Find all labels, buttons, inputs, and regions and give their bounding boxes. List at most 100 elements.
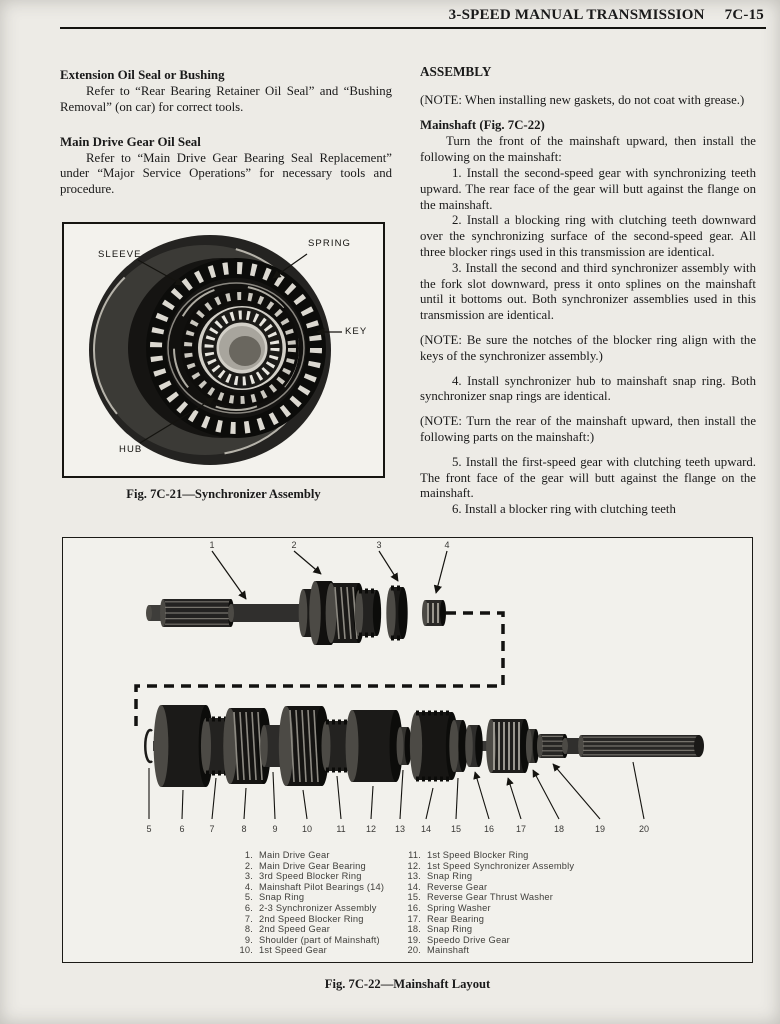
part-number: 2. bbox=[244, 860, 253, 871]
part-name: 2nd Speed Gear bbox=[259, 924, 331, 935]
part-number: 3. bbox=[244, 871, 253, 882]
part-number: 14. bbox=[407, 881, 421, 892]
callout-number: 4 bbox=[444, 540, 449, 550]
part-name: Reverse Gear Thrust Washer bbox=[427, 892, 554, 903]
part-name: 3rd Speed Blocker Ring bbox=[259, 871, 362, 882]
paragraph: Refer to “Main Drive Gear Bearing Seal R… bbox=[60, 150, 392, 197]
part-name: Snap Ring bbox=[427, 871, 473, 882]
part-number: 10. bbox=[239, 945, 253, 956]
section-heading: Extension Oil Seal or Bushing bbox=[60, 68, 225, 82]
part-name: 1st Speed Blocker Ring bbox=[427, 850, 529, 860]
part-name: Main Drive Gear bbox=[259, 850, 330, 860]
callout-number: 16 bbox=[484, 824, 494, 834]
figure-caption: Fig. 7C-22—Mainshaft Layout bbox=[324, 977, 491, 991]
callout-number: 11 bbox=[336, 824, 345, 834]
header-rule bbox=[60, 27, 766, 29]
part-number: 1. bbox=[244, 850, 253, 860]
paragraph: 6. Install a blocker ring with clutching… bbox=[452, 502, 676, 517]
parts-list-item: 15. Reverse Gear Thrust Washer bbox=[399, 892, 574, 903]
part-name: Snap Ring bbox=[427, 924, 473, 935]
right-column: ASSEMBLY (NOTE: When installing new gaske… bbox=[420, 64, 756, 518]
parts-list-item: 6. 2-3 Synchronizer Assembly bbox=[233, 903, 384, 914]
part-number: 13. bbox=[407, 871, 421, 882]
photo-leader-lines bbox=[137, 253, 342, 444]
part-name: Speedo Drive Gear bbox=[427, 934, 510, 945]
paragraph: Turn the front of the mainshaft upward, … bbox=[420, 134, 756, 165]
part-number: 8. bbox=[244, 924, 253, 935]
paragraph: 4. Install synchronizer hub to mainshaft… bbox=[420, 373, 756, 404]
parts-list-item: 18. Snap Ring bbox=[399, 924, 574, 935]
parts-list-item: 20.Mainshaft bbox=[399, 945, 574, 956]
paragraph: 3. Install the second and third synchron… bbox=[420, 260, 756, 323]
part-name: Snap Ring bbox=[259, 892, 305, 903]
callout-number: 8 bbox=[241, 824, 246, 834]
callout-number: 20 bbox=[639, 824, 649, 834]
paragraph: (NOTE: Turn the rear of the mainshaft up… bbox=[420, 414, 756, 444]
callout-number: 3 bbox=[376, 540, 381, 550]
part-name: Rear Bearing bbox=[427, 913, 485, 924]
callout-number: 6 bbox=[179, 824, 184, 834]
figure-caption: Fig. 7C-21—Synchronizer Assembly bbox=[126, 487, 321, 501]
paragraph: 2. Install a blocking ring with clutchin… bbox=[420, 213, 756, 259]
part-name: 1st Speed Synchronizer Assembly bbox=[427, 860, 575, 871]
parts-list-item: 17. Rear Bearing bbox=[399, 914, 574, 925]
parts-list-item: 7.2nd Speed Blocker Ring bbox=[233, 914, 384, 925]
part-number: 16. bbox=[407, 902, 421, 913]
part-number: 15. bbox=[407, 892, 421, 903]
parts-list-item: 12.1st Speed Synchronizer Assembly bbox=[399, 861, 574, 872]
part-number: 18. bbox=[407, 924, 421, 935]
callout-number: 1 bbox=[209, 540, 214, 550]
parts-list-item: 2. Main Drive Gear Bearing bbox=[233, 861, 384, 872]
parts-list-item: 11.1st Speed Blocker Ring bbox=[399, 850, 574, 861]
page-title: 3-SPEED MANUAL TRANSMISSION bbox=[448, 7, 705, 23]
part-name: 2-3 Synchronizer Assembly bbox=[259, 902, 377, 913]
part-name: 2nd Speed Blocker Ring bbox=[259, 913, 364, 924]
part-name: 1st Speed Gear bbox=[259, 945, 327, 956]
label-hub: HUB bbox=[119, 444, 143, 455]
parts-list-item: 4. Mainshaft Pilot Bearings (14) bbox=[233, 882, 384, 893]
part-name: Main Drive Gear Bearing bbox=[259, 860, 366, 871]
part-number: 17. bbox=[407, 913, 421, 924]
section-heading: Main Drive Gear Oil Seal bbox=[60, 134, 201, 149]
page-header: 3-SPEED MANUAL TRANSMISSION 7C-15 bbox=[449, 7, 764, 24]
label-spring: SPRING bbox=[308, 238, 352, 249]
callout-number: 9 bbox=[272, 824, 277, 834]
part-number: 19. bbox=[407, 934, 421, 945]
parts-list-item: 3. 3rd Speed Blocker Ring bbox=[233, 871, 384, 882]
left-column: Extension Oil Seal or Bushing Refer to “… bbox=[60, 68, 392, 198]
label-key: KEY bbox=[345, 326, 368, 337]
figure-synchronizer-assembly: SLEEVE SPRING KEY HUB bbox=[62, 222, 385, 478]
page-number: 7C-15 bbox=[724, 7, 764, 23]
synchronizer-photo bbox=[64, 224, 383, 476]
part-number: 9. bbox=[244, 934, 253, 945]
callout-number: 17 bbox=[516, 824, 526, 834]
callout-number: 10 bbox=[302, 824, 312, 834]
part-number: 4. bbox=[244, 881, 253, 892]
paragraph: 1. Install the second-speed gear with sy… bbox=[420, 165, 756, 212]
part-number: 6. bbox=[244, 902, 253, 913]
paragraph: (NOTE: Be sure the notches of the blocke… bbox=[420, 332, 756, 363]
callout-number: 5 bbox=[146, 824, 151, 834]
parts-list-item: 1. Main Drive Gear bbox=[233, 850, 384, 861]
parts-list-item: 5. Snap Ring bbox=[233, 892, 384, 903]
parts-list-item: 19. Speedo Drive Gear bbox=[399, 935, 574, 946]
section-heading: ASSEMBLY bbox=[420, 64, 492, 79]
parts-list-item: 16. Spring Washer bbox=[399, 903, 574, 914]
part-number: 20. bbox=[407, 945, 421, 956]
part-name: Mainshaft Pilot Bearings (14) bbox=[259, 881, 385, 892]
callout-number: 12 bbox=[366, 824, 376, 834]
exploded-view-connector bbox=[134, 611, 505, 730]
part-name: Spring Washer bbox=[427, 902, 491, 913]
paragraph: (NOTE: When installing new gaskets, do n… bbox=[420, 92, 745, 107]
parts-list-item: 14.Reverse Gear bbox=[399, 882, 574, 893]
callout-number: 2 bbox=[291, 540, 296, 550]
part-name: Shoulder (part of Mainshaft) bbox=[259, 934, 380, 945]
paragraph: 5. Install the first-speed gear with clu… bbox=[420, 454, 756, 501]
section-heading: Mainshaft (Fig. 7C-22) bbox=[420, 117, 545, 132]
callout-number: 15 bbox=[451, 824, 461, 834]
label-sleeve: SLEEVE bbox=[98, 249, 142, 260]
part-number: 5. bbox=[244, 892, 253, 903]
